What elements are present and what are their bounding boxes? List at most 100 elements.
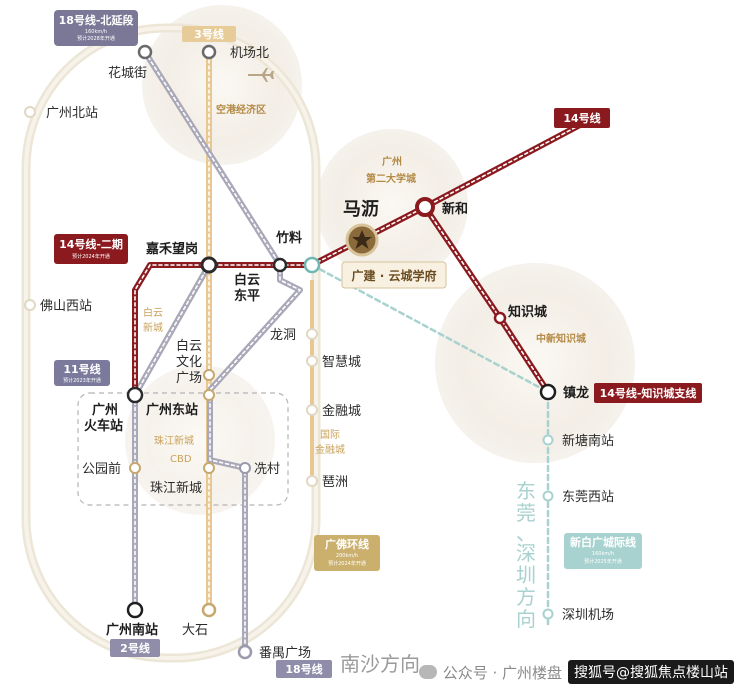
cbd-zone-bubble [125,365,275,515]
label-konggang: 空港经济区 [216,103,266,116]
station-marker-xinhe[interactable] [415,197,435,217]
svg-text:2号线: 2号线 [120,641,150,655]
label-gznanzhan: 广州南站 [106,622,158,638]
label-cbd-2: CBD [170,454,192,465]
label-huachengjie: 花城街 [108,65,147,81]
label-baiyunwenhua-2: 文化 [176,355,202,370]
cbd-dashed-box [77,392,289,506]
airport-zone-bubble [142,5,302,165]
station-labels: 花城街 机场北 广州北站 佛山西站 嘉禾望岗 白云 东平 竹料 马沥 新和 知识… [40,46,614,661]
label-jiahewanggang: 嘉禾望岗 [145,241,198,257]
label-shenzhenjichang: 深圳机场 [562,608,614,623]
label-baiyunwenhua-1: 白云 [176,338,202,354]
station-marker-zhuliao[interactable] [303,256,321,274]
label-baiyunxincheng-2: 新城 [143,321,163,334]
svg-text:预计2024年开通: 预计2024年开通 [72,253,110,260]
tag-line2: 2号线 [110,639,160,657]
label-baiyunwenhua-3: 广场 [176,371,202,386]
dir-shenzhen-2: 圳 [516,563,536,587]
station-marker-longdong[interactable] [306,328,318,340]
station-marker-xintangnan[interactable] [542,434,554,446]
station-marker-gongyuanqian[interactable] [129,462,141,474]
zone-labels: 空港经济区 白云 新城 珠江新城 CBD 国际 金融城 广州 第二大学城 中新知… [143,103,586,465]
knowledge-city-bubble [435,263,635,463]
svg-text:18号线-北延段: 18号线-北延段 [59,13,134,27]
station-marker-jiahewanggang[interactable] [200,256,218,274]
label-baiyun-2: 东平 [234,288,260,304]
station-marker-gzdongzhan[interactable] [203,389,215,401]
tag-line14-branch: 14号线-知识城支线 [594,383,702,403]
station-marker-baiyunwenhua[interactable] [203,369,215,381]
label-foshanxi: 佛山西站 [40,299,92,314]
svg-text:广佛环线: 广佛环线 [325,537,369,551]
tag-line14: 14号线 [554,108,610,128]
line14-phase2 [132,262,315,398]
station-markers [24,44,557,660]
station-marker-jinrongcheng[interactable] [306,404,318,416]
wechat-icon [418,665,437,679]
dir-dongguan-3: 、 [516,521,536,545]
svg-text:3号线: 3号线 [194,27,224,41]
svg-text:预计2025年开通: 预计2025年开通 [584,558,622,565]
xinbai-intercity-line [310,263,550,627]
dir-nansha: 南沙方向 [340,652,420,676]
label-zhongxin: 中新知识城 [536,332,586,345]
station-marker-xiancun[interactable] [239,462,251,474]
label-dashi: 大石 [182,623,208,638]
project-name: 广建 · 云城学府 [352,268,437,283]
station-marker-zhenlong[interactable] [539,383,557,401]
svg-text:160km/h: 160km/h [85,29,107,35]
watermark: 公众号 · 广州楼盘 搜狐号@搜狐焦点楼山站 [418,660,734,684]
station-marker-gzhuoche[interactable] [126,386,144,404]
station-marker-panyuguangchang[interactable] [237,644,253,660]
label-daxuecheng-2: 第二大学城 [366,172,416,185]
station-marker-dongguanxi[interactable] [542,490,554,502]
station-marker-zhishicheng[interactable] [493,311,507,325]
station-marker-baiyundongping[interactable] [272,257,288,273]
project-badge[interactable]: 广建 · 云城学府 [341,261,447,289]
label-mali: 马沥 [343,199,379,220]
label-xintangnan: 新塘南站 [562,433,614,449]
label-jinrongcheng: 金融城 [322,403,361,419]
label-cbd-1: 珠江新城 [154,434,194,447]
svg-text:14号线-二期: 14号线-二期 [59,237,123,251]
svg-text:11号线: 11号线 [63,362,100,376]
guangfo-ring-line-inner [24,26,318,660]
project-marker[interactable] [345,223,379,257]
label-baiyun-1: 白云 [234,272,260,288]
label-guoji-2: 金融城 [315,443,345,456]
airplane-icon [248,68,274,82]
svg-text:预计2028年开通: 预计2028年开通 [77,35,115,42]
station-marker-huachengjie[interactable] [137,44,153,60]
station-marker-pazhou[interactable] [306,475,318,487]
label-zhenlong: 镇龙 [563,385,589,401]
dir-shenzhen-3: 方 [516,585,536,609]
label-guoji-1: 国际 [320,429,340,441]
station-marker-shenzhenjichang[interactable] [542,608,554,620]
label-zhuliao: 竹料 [275,230,302,246]
svg-text:预计2023年开通: 预计2023年开通 [63,377,101,384]
station-marker-guangzhoubei[interactable] [24,106,36,118]
station-marker-zhihuicheng[interactable] [306,355,318,367]
station-marker-zhujiangxincheng[interactable] [203,462,215,474]
tag-line18-north: 18号线-北延段 160km/h 预计2028年开通 [54,10,138,46]
tag-line14-phase2: 14号线-二期 预计2024年开通 [54,234,128,264]
label-gongyuanqian: 公园前 [82,461,121,477]
station-marker-foshanxi[interactable] [24,299,36,311]
star-icon [352,230,372,249]
svg-text:14号线: 14号线 [563,111,600,125]
svg-text:18号线: 18号线 [285,662,322,676]
dir-dongguan-2: 莞 [516,501,536,525]
svg-text:14号线-知识城支线: 14号线-知识城支线 [600,386,697,400]
label-gzhuoche-2: 火车站 [84,418,123,434]
label-xinhe: 新和 [442,201,468,217]
station-marker-gznanzhan[interactable] [126,601,144,619]
direction-labels: 东 莞 、 深 圳 方 向 南沙方向 [340,479,536,676]
dir-dongguan-1: 东 [516,479,536,503]
label-gzhuoche-1: 广州 [92,402,118,418]
station-marker-jichangbei[interactable] [201,44,217,60]
label-guangzhoubei: 广州北站 [46,106,98,121]
station-marker-dashi[interactable] [201,602,217,618]
label-zhihuicheng: 智慧城 [322,354,361,370]
